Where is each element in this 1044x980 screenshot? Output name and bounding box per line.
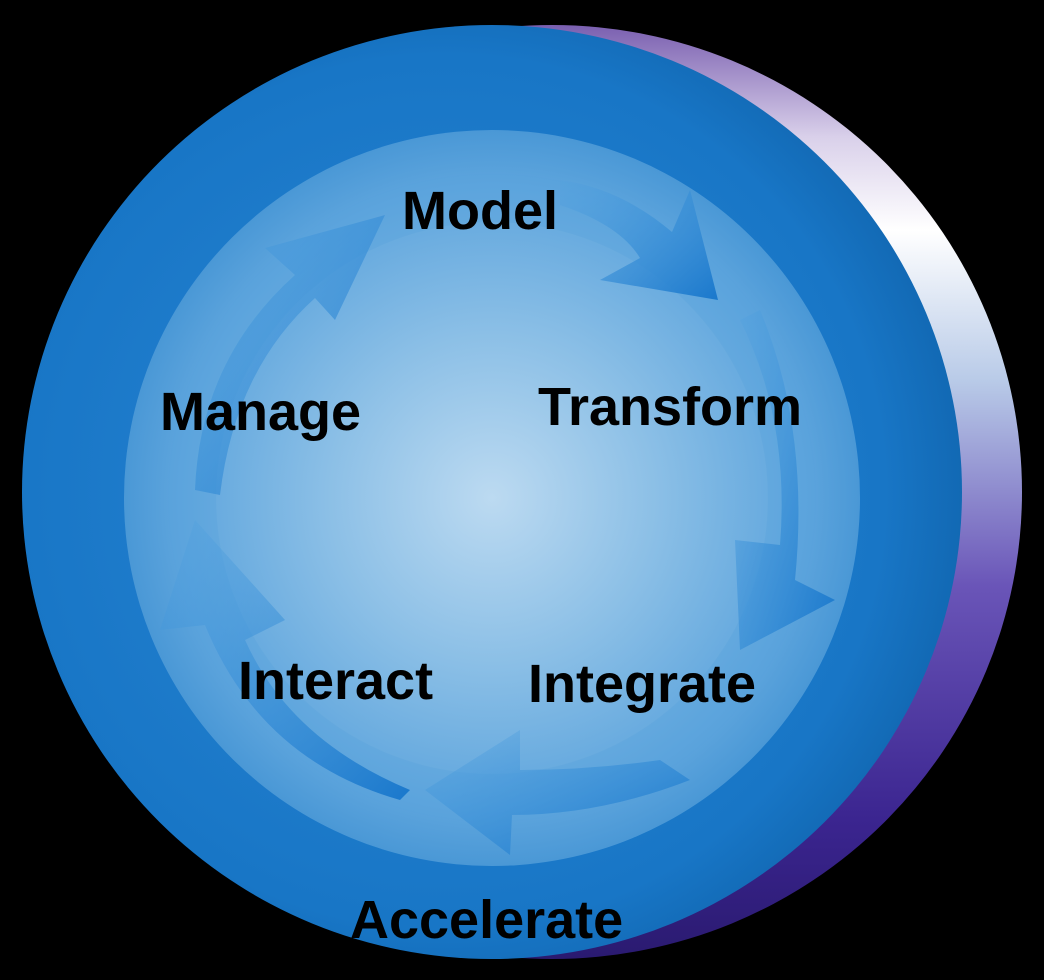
arrow-icon (560, 180, 718, 300)
arrow-icon (195, 215, 385, 495)
arrow-icon (735, 310, 835, 650)
outer-label-accelerate: Accelerate (350, 890, 624, 950)
inner-disc (124, 130, 860, 866)
arrow-icon (425, 730, 690, 855)
step-interact: Interact (238, 651, 434, 711)
step-integrate: Integrate (528, 654, 757, 714)
step-model: Model (402, 181, 558, 241)
step-manage: Manage (160, 382, 362, 442)
step-transform: Transform (538, 377, 803, 437)
arrow-icon (160, 520, 410, 800)
